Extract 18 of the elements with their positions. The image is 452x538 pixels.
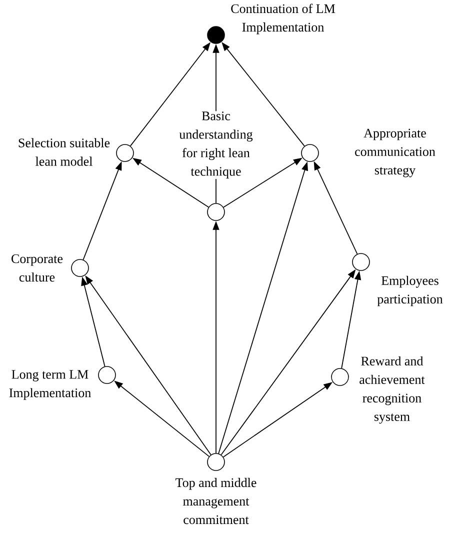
- circle: [207, 453, 225, 471]
- node-label: Basic understanding for right lean technique: [176, 111, 256, 179]
- node-label: Long term LM Implementation: [7, 370, 93, 400]
- filled-dot: [207, 26, 225, 44]
- circle: [98, 366, 116, 384]
- node-label: Employees participation: [374, 275, 446, 307]
- node-label: Corporate culture: [8, 254, 66, 282]
- circle: [331, 368, 349, 386]
- circle: [207, 203, 225, 221]
- node-label: Selection suitable lean model: [15, 138, 113, 166]
- circle: [352, 253, 370, 271]
- circle: [71, 259, 89, 277]
- node-label: Continuation of LM Implementation: [228, 3, 338, 35]
- node-label: Reward and achievement recognition system: [356, 356, 428, 424]
- circle: [301, 144, 319, 162]
- node-label: Appropriate communication strategy: [352, 128, 438, 178]
- circle: [116, 144, 134, 162]
- node-label: Top and middle management commitment: [172, 477, 260, 525]
